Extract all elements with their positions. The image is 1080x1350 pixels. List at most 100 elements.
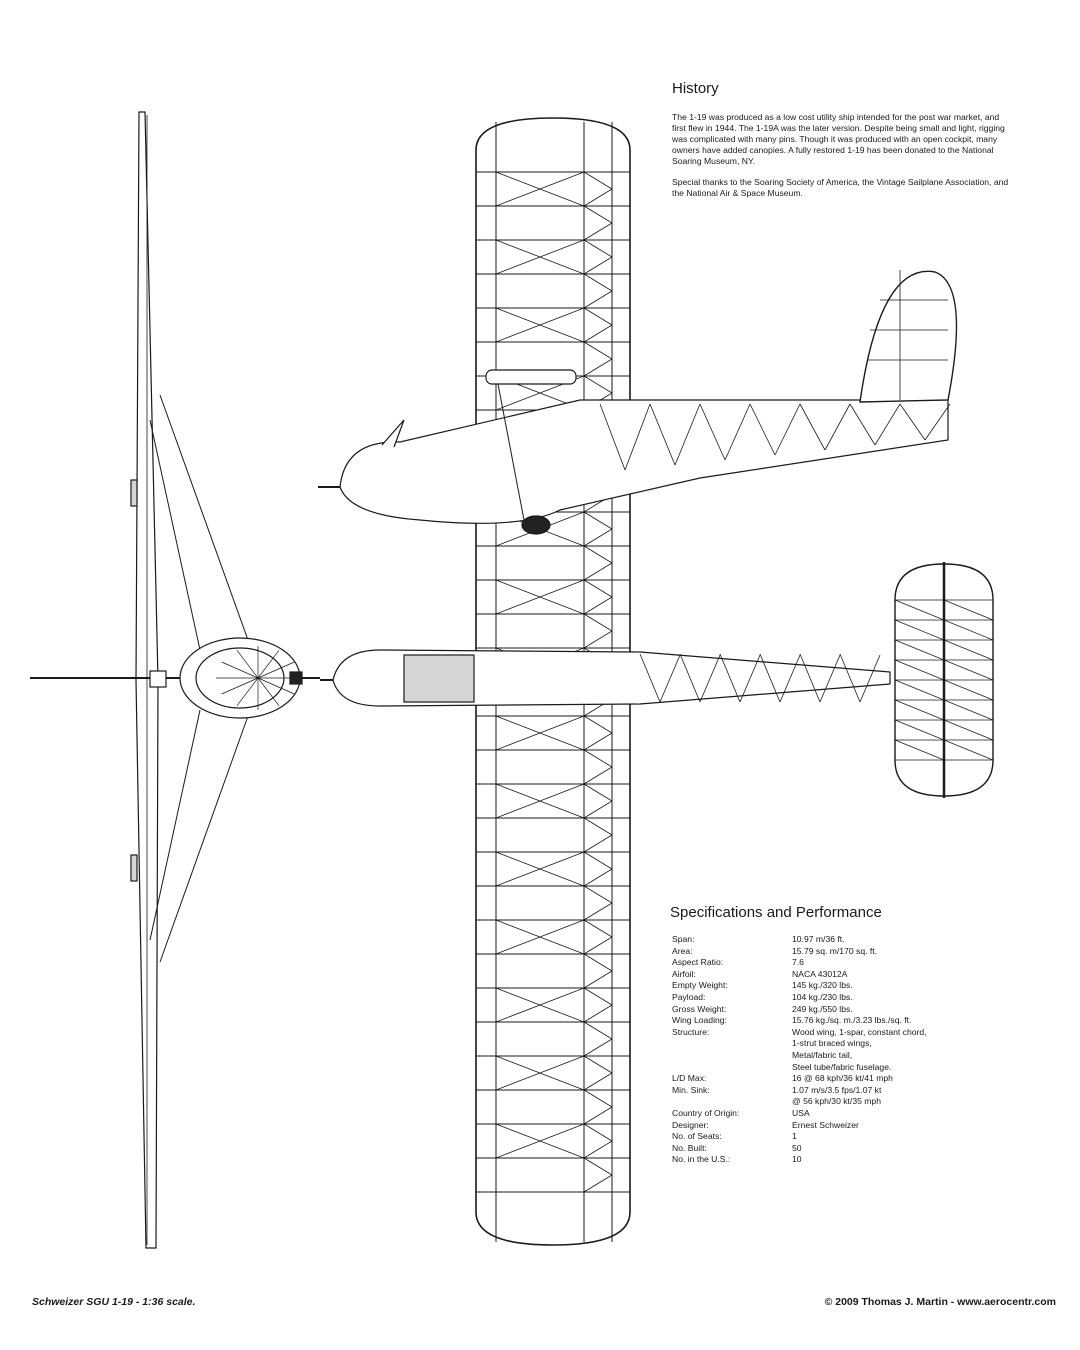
- aileron-brace: [583, 171, 613, 190]
- drag-brace: [495, 239, 585, 275]
- drag-brace: [495, 307, 585, 343]
- drag-brace: [495, 171, 585, 207]
- spec-label: No. Built:: [672, 1142, 707, 1153]
- spec-value: 249 kg./550 lbs.: [792, 1003, 853, 1014]
- fuselage-brace: [849, 403, 876, 446]
- aileron-brace: [583, 290, 613, 309]
- spec-row: L/D Max:16 @ 68 kph/36 kt/41 mph: [672, 1073, 1032, 1085]
- landing-wheel: [521, 515, 551, 535]
- aileron-brace: [583, 868, 613, 887]
- fuselage-brace: [749, 403, 776, 456]
- aileron-brace: [583, 800, 613, 819]
- fuselage-brace: [739, 654, 761, 703]
- aileron-brace: [583, 1021, 613, 1040]
- fuselage-brace: [624, 403, 651, 471]
- aileron-brace: [583, 205, 613, 224]
- aileron-brace: [583, 1072, 613, 1091]
- spec-value: Wood wing, 1-spar, constant chord, 1-str…: [792, 1026, 927, 1072]
- aileron-brace: [583, 953, 613, 972]
- fuselage-longeron: [221, 661, 259, 679]
- tail-brace: [943, 719, 994, 741]
- wing-fitting: [130, 479, 138, 507]
- fuselage-longeron: [257, 650, 280, 679]
- spec-value: 7.6: [792, 957, 804, 968]
- aileron-brace: [583, 1157, 613, 1176]
- aileron-brace: [583, 1089, 613, 1108]
- fuselage-brace: [759, 653, 781, 703]
- spec-row: Wing Loading:15.76 kg./sq. m./3.23 lbs./…: [672, 1015, 1032, 1027]
- aileron-brace: [583, 885, 613, 904]
- model-caption: Schweizer SGU 1-19 - 1:36 scale.: [32, 1296, 196, 1308]
- aileron-brace: [583, 987, 613, 1006]
- spec-label: L/D Max:: [672, 1073, 707, 1084]
- tail-brace: [943, 599, 994, 621]
- aileron-brace: [583, 188, 613, 207]
- history-paragraph: The 1-19 was produced as a low cost util…: [672, 112, 1005, 166]
- aileron-brace: [583, 596, 613, 615]
- wing-strut: [159, 394, 249, 641]
- aileron-brace: [583, 562, 613, 581]
- fuselage-side: [339, 399, 949, 524]
- drag-brace: [495, 1055, 585, 1091]
- side-view: [318, 270, 958, 535]
- spec-row: Area:15.79 sq. m/170 sq. ft.: [672, 946, 1032, 958]
- tail-brace: [894, 599, 945, 621]
- fuselage-brace: [824, 403, 851, 451]
- spec-value: 145 kg./320 lbs.: [792, 980, 853, 991]
- fuselage-longeron: [257, 677, 280, 706]
- aileron-brace: [583, 817, 613, 836]
- spec-label: Aspect Ratio:: [672, 957, 724, 968]
- fuselage-brace: [639, 653, 661, 703]
- aileron-brace: [583, 834, 613, 853]
- fuselage-longeron: [257, 677, 295, 695]
- spec-label: No. in the U.S.:: [672, 1154, 731, 1165]
- tail-brace: [894, 679, 945, 701]
- drag-brace: [495, 783, 585, 819]
- drag-brace: [495, 919, 585, 955]
- spec-row: Payload:104 kg./230 lbs.: [672, 992, 1032, 1004]
- fuselage-brace: [859, 654, 881, 703]
- spec-row: No. in the U.S.: 10: [672, 1154, 1032, 1166]
- aileron-brace: [583, 970, 613, 989]
- aileron-brace: [583, 324, 613, 343]
- fuselage-brace: [679, 653, 701, 703]
- spec-row: Aspect Ratio: 7.6: [672, 957, 1032, 969]
- copyright-caption: © 2009 Thomas J. Martin - www.aerocentr.…: [824, 1296, 1056, 1308]
- fuselage-brace: [774, 403, 801, 456]
- spec-label: Span:: [672, 934, 695, 944]
- aileron-brace: [583, 936, 613, 955]
- fuselage-brace: [649, 403, 676, 466]
- spec-row: Structure: Wood wing, 1-spar, constant ch…: [672, 1027, 1032, 1073]
- drag-brace: [495, 715, 585, 751]
- fuselage-longeron: [221, 677, 259, 695]
- drag-brace: [495, 987, 585, 1023]
- aileron-brace: [583, 239, 613, 258]
- fuselage-brace: [599, 403, 626, 471]
- center-section: [149, 670, 167, 688]
- spec-label: Structure:: [672, 1026, 710, 1037]
- spec-label: Gross Weight:: [672, 1003, 727, 1014]
- drag-brace: [495, 851, 585, 887]
- aileron-brace: [583, 1055, 613, 1074]
- spec-label: Area:: [672, 945, 693, 956]
- spec-row: No. of Seats:1: [672, 1131, 1032, 1143]
- tail-brace: [894, 619, 945, 641]
- aileron-brace: [583, 358, 613, 377]
- windshield: [381, 419, 405, 448]
- aileron-brace: [583, 732, 613, 751]
- spec-value: 10: [792, 1154, 802, 1165]
- aileron-brace: [583, 528, 613, 547]
- spec-value: USA: [792, 1107, 810, 1118]
- aileron-brace: [583, 1123, 613, 1142]
- drag-brace: [495, 579, 585, 615]
- drag-brace: [495, 1123, 585, 1159]
- spec-value: 1: [792, 1131, 797, 1142]
- spec-value: 1.07 m/s/3.5 fps/1.07 kt @ 56 kph/30 kt/…: [792, 1084, 882, 1107]
- spec-value: Ernest Schweizer: [792, 1119, 859, 1130]
- tail-brace: [894, 639, 945, 661]
- fuselage-brace: [899, 403, 926, 441]
- tail-brace: [943, 639, 994, 661]
- aileron-brace: [583, 715, 613, 734]
- tail-brace: [943, 679, 994, 701]
- specs-title: Specifications and Performance: [670, 904, 882, 921]
